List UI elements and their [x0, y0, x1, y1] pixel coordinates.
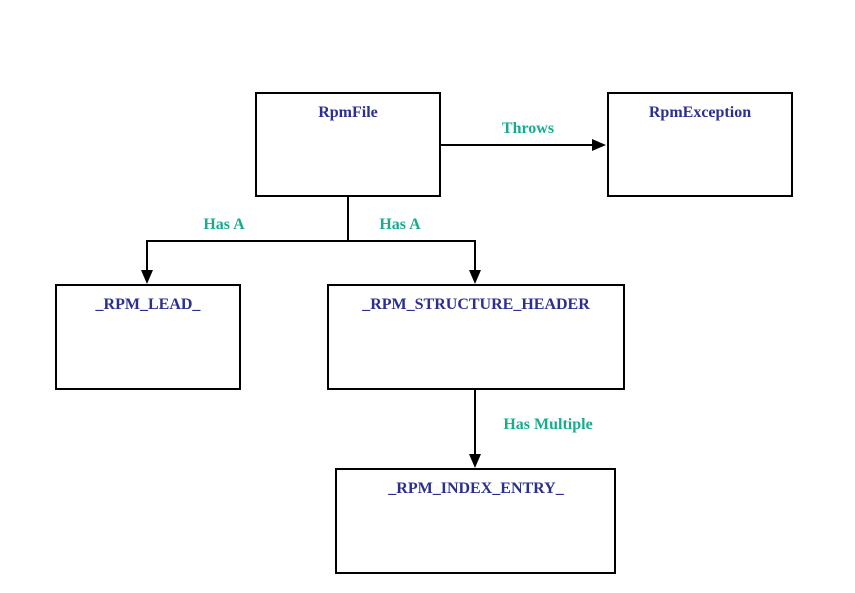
throws-label: Throws: [502, 120, 554, 137]
connectors: [141, 139, 606, 468]
box-rpm-lead-title: _RPM_LEAD_: [95, 296, 202, 313]
box-rpm-lead: _RPM_LEAD_: [55, 284, 241, 390]
relationship-labels: Throws Has A Has A Has Multiple: [203, 120, 592, 433]
has-multiple-label: Has Multiple: [503, 416, 592, 433]
box-rpm-file: RpmFile: [255, 92, 441, 197]
box-rpm-structure-header: _RPM_STRUCTURE_HEADER: [327, 284, 625, 390]
box-rpm-structure-header-title: _RPM_STRUCTURE_HEADER: [361, 296, 590, 313]
has-a-lead-arrow-head: [141, 270, 153, 284]
box-rpm-index-entry: _RPM_INDEX_ENTRY_: [335, 468, 616, 574]
box-rpm-exception: RpmException: [607, 92, 793, 197]
box-rpm-index-entry-title: _RPM_INDEX_ENTRY_: [387, 480, 564, 497]
box-rpm-exception-title: RpmException: [649, 104, 751, 121]
has-multiple-arrow-head: [469, 454, 481, 468]
throws-arrow-head: [592, 139, 606, 151]
has-a-header-arrow-head: [469, 270, 481, 284]
has-a-header-label: Has A: [379, 216, 421, 233]
box-rpm-file-title: RpmFile: [318, 104, 378, 121]
has-a-lead-label: Has A: [203, 216, 245, 233]
